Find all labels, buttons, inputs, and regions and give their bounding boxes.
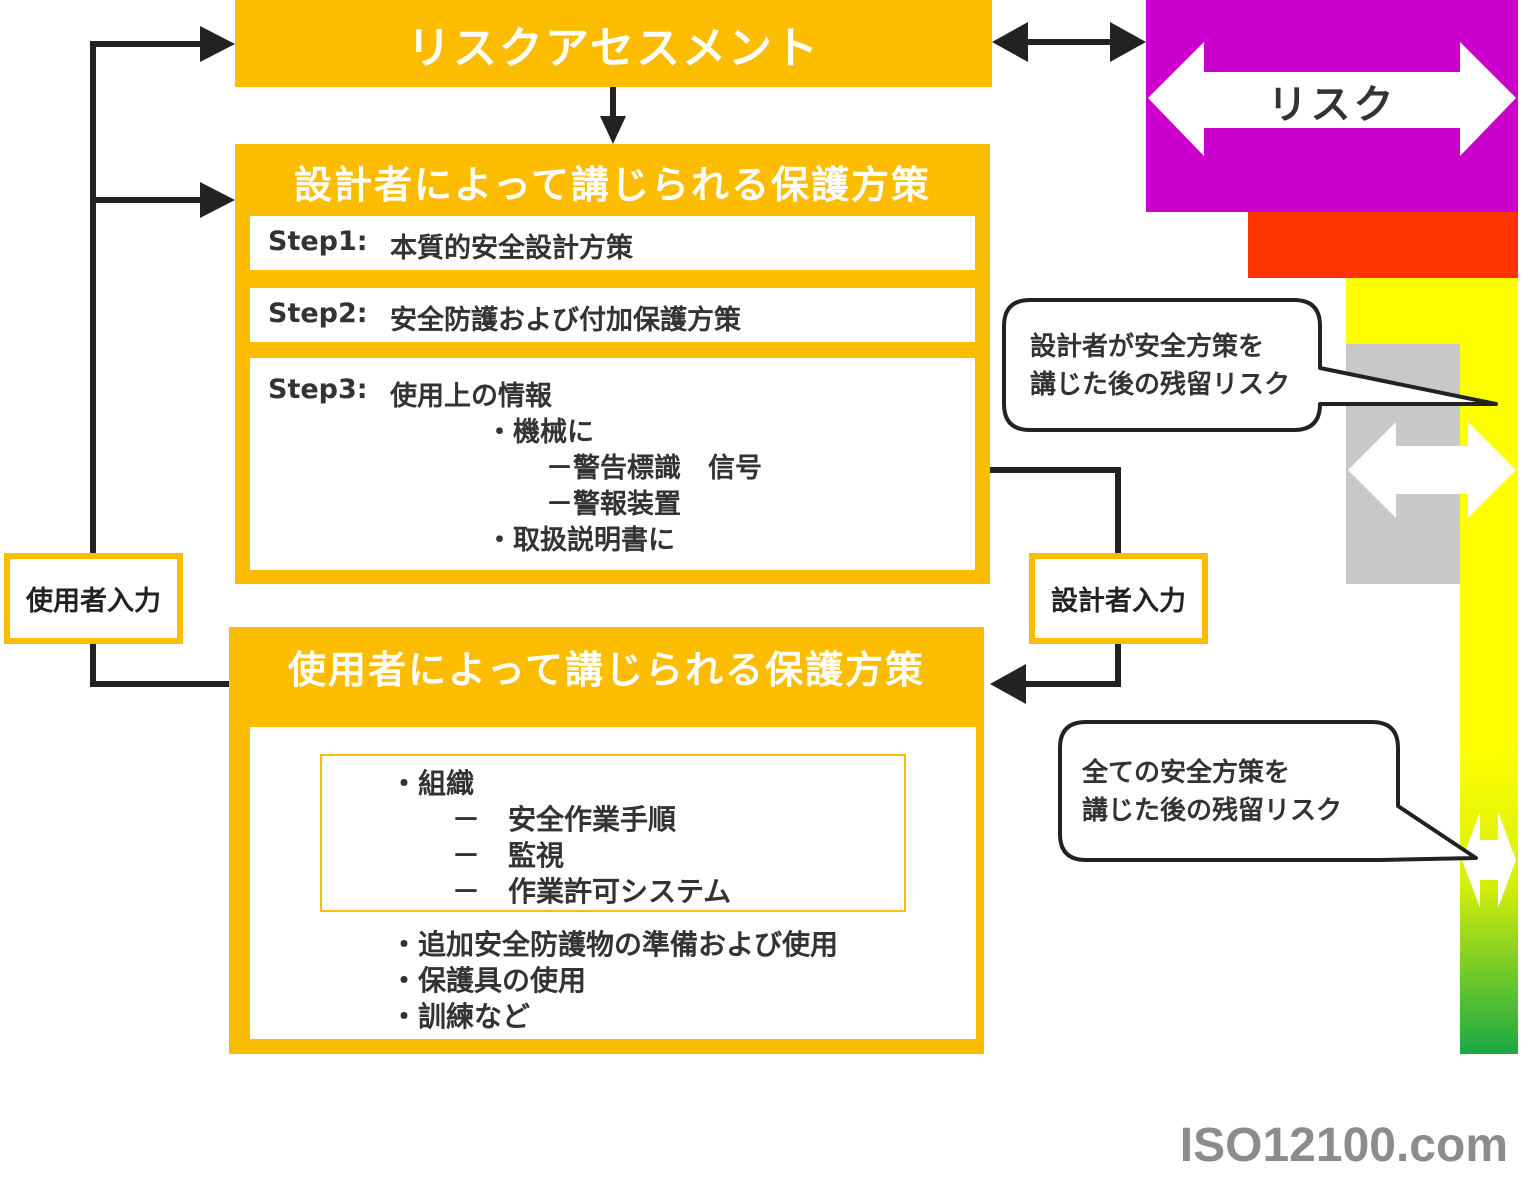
step3-panel: Step3: 使用上の情報 ・機械に －警告標識 信号 －警報装置 ・取扱説明書… (250, 358, 975, 570)
risk-bar-red (1248, 212, 1518, 278)
designer-measures-box: 設計者によって講じられる保護方策 Step1: 本質的安全設計方策 Step2:… (235, 144, 990, 584)
organization-item-permit-system: － 作業許可システム (452, 875, 732, 908)
user-input-label: 使用者入力 (4, 553, 183, 644)
risk-magnitude-box: リスク (1146, 0, 1518, 212)
user-measures-box: 使用者によって講じられる保護方策 ・組織 － 安全作業手順 － 監視 － 作業許… (229, 627, 984, 1054)
organization-item-procedures: － 安全作業手順 (452, 803, 677, 836)
risk-double-arrow-icon (1148, 42, 1516, 156)
double-arrow-left-head-icon (992, 22, 1028, 62)
callout-all-text: 全ての安全方策を 講じた後の残留リスク (1082, 754, 1342, 830)
step1-label: Step1: (268, 226, 368, 257)
step2-panel: Step2: 安全防護および付加保護方策 (250, 288, 975, 342)
step2-text: 安全防護および付加保護方策 (390, 305, 741, 336)
risk-assessment-box: リスクアセスメント (235, 0, 992, 87)
arrow-to-user-measures-icon (990, 664, 1026, 704)
step1-panel: Step1: 本質的安全設計方策 (250, 216, 975, 270)
step3-text: 使用上の情報 (390, 381, 552, 412)
step3-item-alarm: －警報装置 (546, 489, 681, 520)
step3-label: Step3: (268, 374, 368, 405)
down-arrow-icon (600, 116, 626, 144)
step1-text: 本質的安全設計方策 (390, 233, 633, 264)
watermark: ISO12100.com (1179, 1119, 1508, 1172)
organization-item-supervision: － 監視 (452, 839, 565, 872)
step3-item-warning-signs: －警告標識 信号 (546, 453, 762, 484)
callout-bubble-designer (1002, 298, 1498, 432)
callout-bubble-all (1058, 720, 1478, 862)
risk-bar-gradient (1460, 278, 1518, 1054)
designer-input-label: 設計者入力 (1029, 553, 1208, 644)
step2-label: Step2: (268, 298, 368, 329)
organization-heading: ・組織 (390, 767, 475, 800)
user-item-ppe: ・保護具の使用 (390, 964, 587, 997)
user-item-additional-guards: ・追加安全防護物の準備および使用 (390, 928, 839, 961)
step3-item-machine: ・機械に (486, 417, 594, 448)
organization-group: ・組織 － 安全作業手順 － 監視 － 作業許可システム (320, 754, 906, 912)
callout-designer-line1: 設計者が安全方策を (1030, 332, 1265, 362)
callout-all-line1: 全ての安全方策を (1082, 758, 1291, 788)
callout-designer-text: 設計者が安全方策を 講じた後の残留リスク (1030, 328, 1290, 404)
risk-assessment-title: リスクアセスメント (406, 23, 821, 74)
risk-label: リスク (1267, 82, 1397, 128)
arrow-to-risk-assessment-icon (200, 26, 235, 62)
step3-item-manual: ・取扱説明書に (486, 525, 675, 556)
designer-measures-title: 設計者によって講じられる保護方策 (294, 163, 931, 207)
user-measures-title: 使用者によって講じられる保護方策 (288, 648, 925, 692)
arrow-to-designer-measures-icon (200, 182, 235, 218)
double-arrow-right-head-icon (1110, 22, 1146, 62)
callout-designer-line2: 講じた後の残留リスク (1030, 370, 1291, 400)
callout-all-line2: 講じた後の残留リスク (1082, 796, 1343, 826)
residual-all-arrow-icon (1462, 812, 1516, 908)
user-measures-panel: ・組織 － 安全作業手順 － 監視 － 作業許可システム ・追加安全防護物の準備… (250, 727, 976, 1039)
residual-designer-arrow-icon (1348, 422, 1516, 518)
user-item-training: ・訓練など (390, 1000, 531, 1033)
